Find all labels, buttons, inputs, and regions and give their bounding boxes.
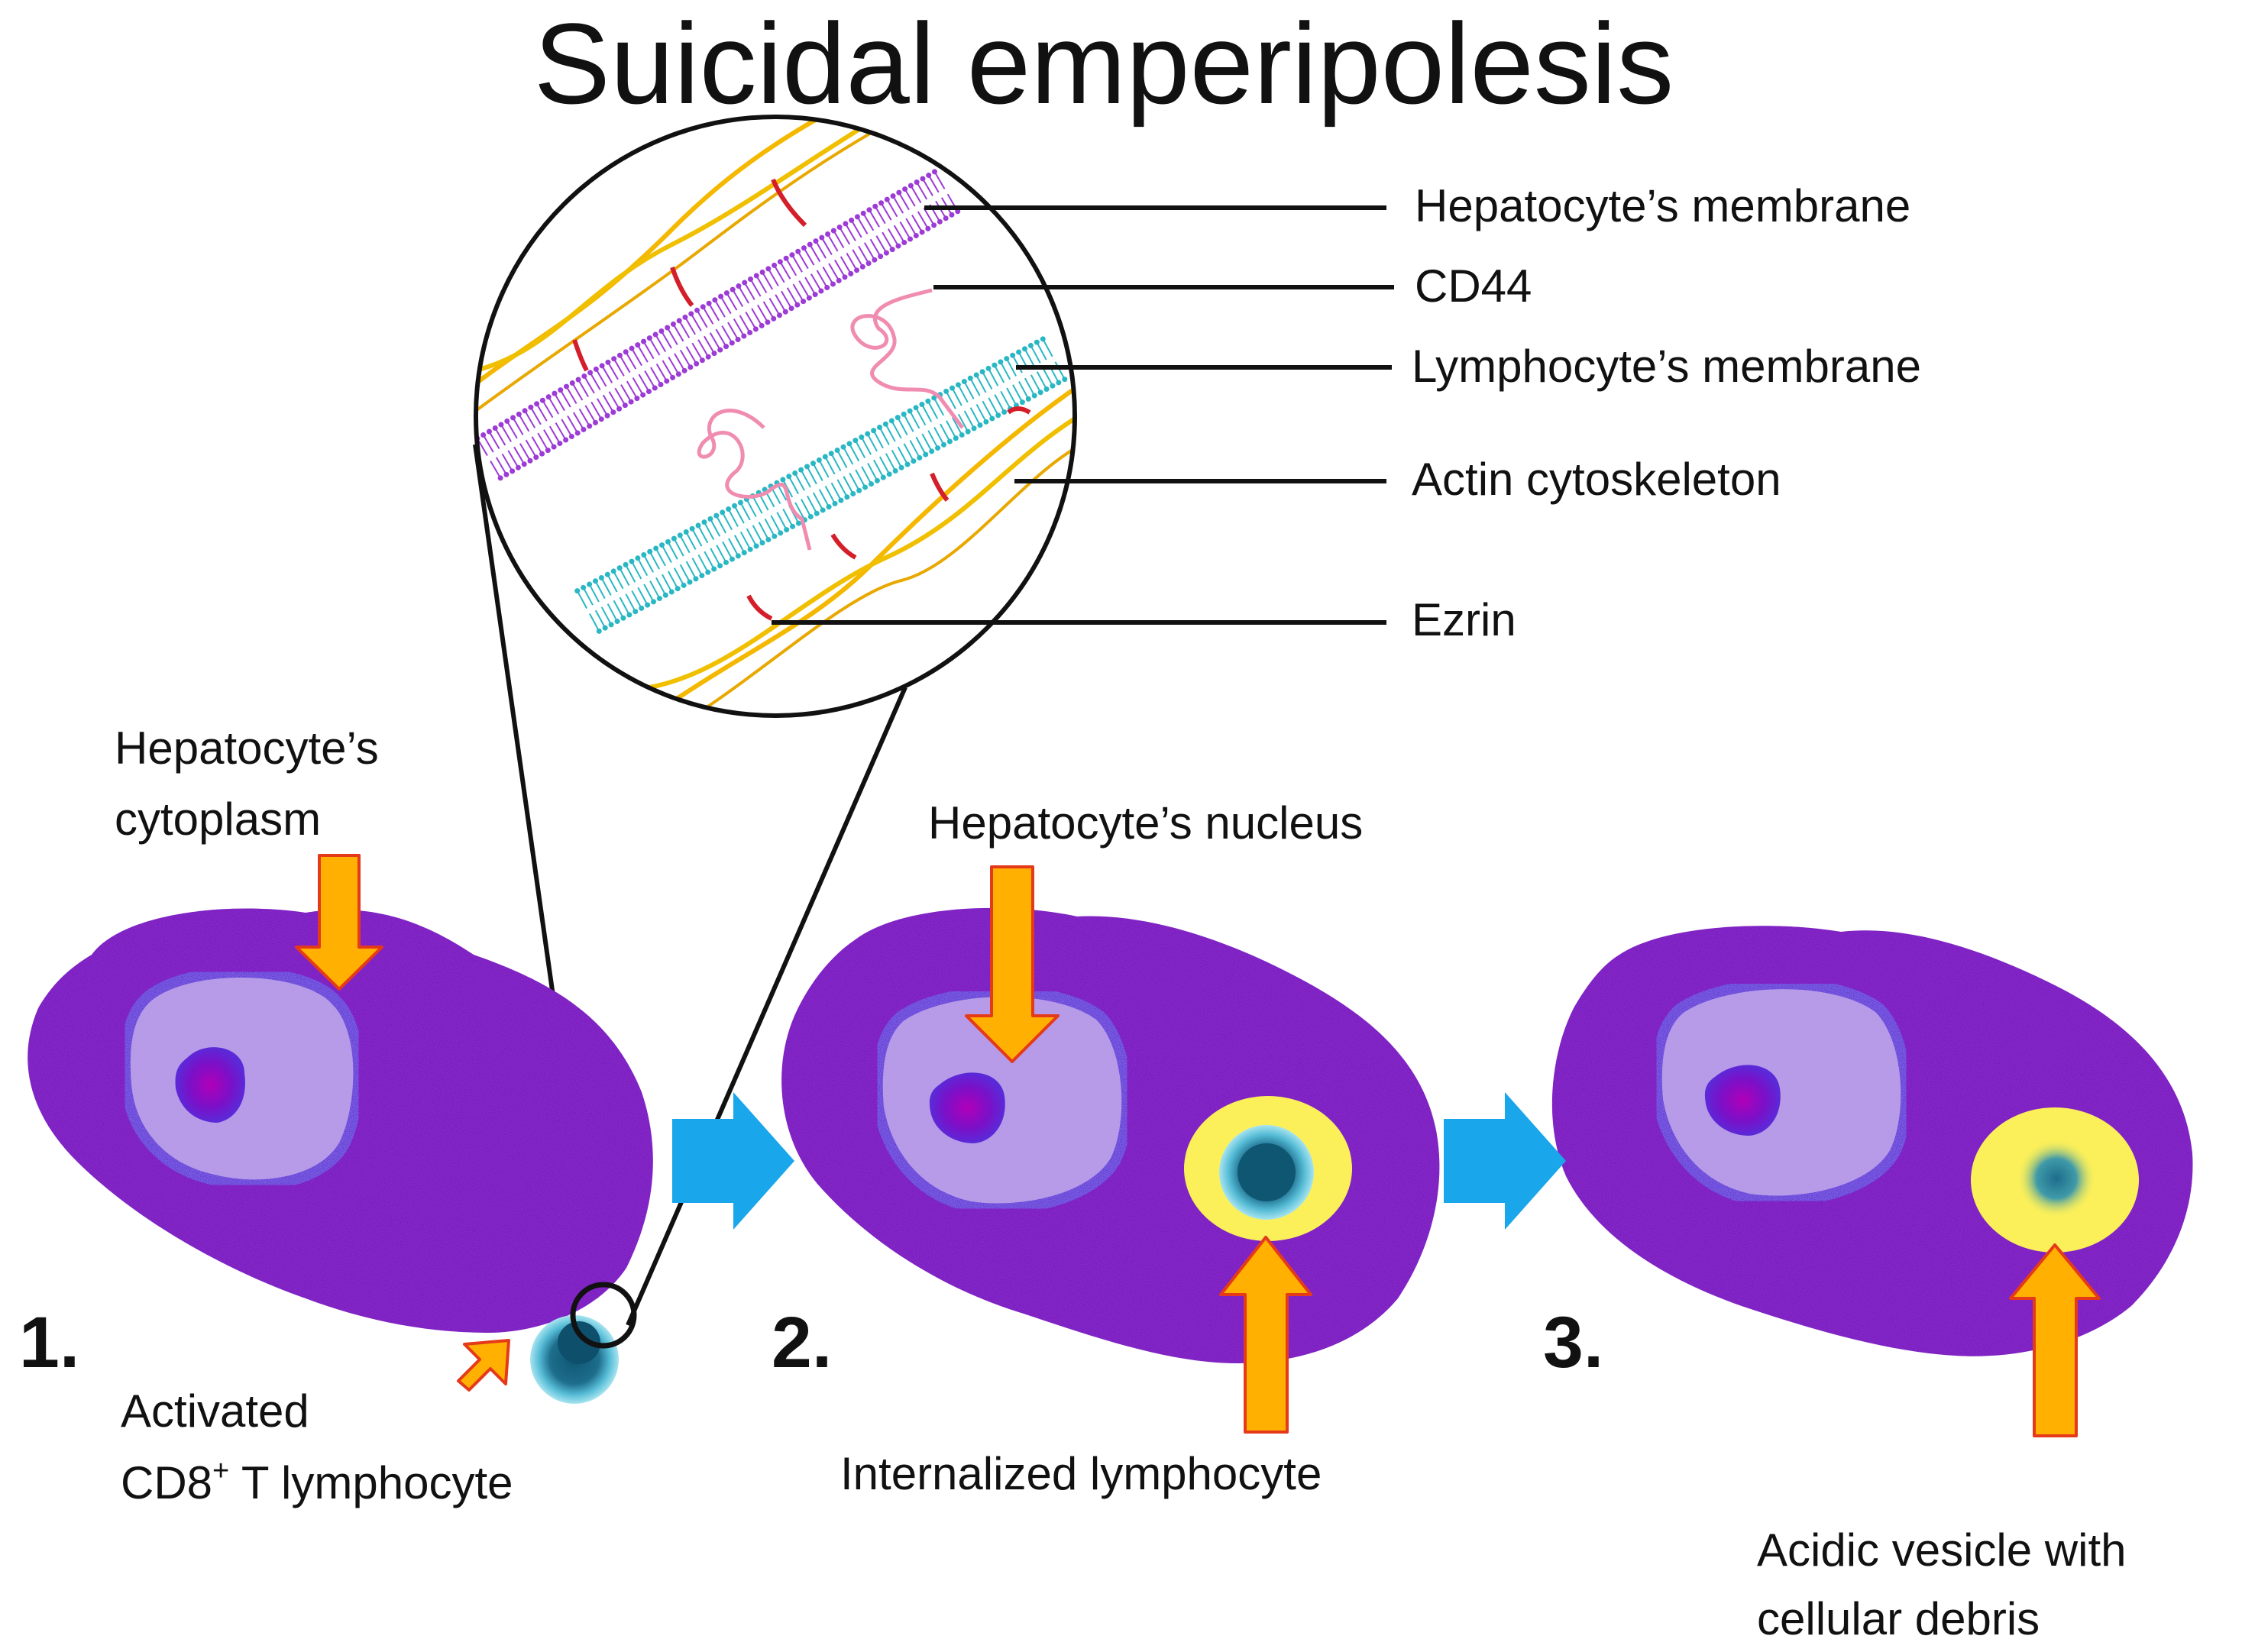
nucleolus-2 — [929, 1072, 1005, 1143]
hepatocyte-membrane-bilayer — [476, 169, 961, 481]
zoom-origin-circle — [570, 1282, 637, 1349]
arrow-nucleus — [965, 865, 1060, 1063]
internalized-lymphocyte-nucleus — [1237, 1143, 1296, 1201]
actin-filament-lower — [648, 380, 1075, 716]
callout-lines — [772, 205, 1394, 625]
label-cd8: CD8 — [121, 1457, 212, 1508]
label-hepatocyte-nucleus: Hepatocyte’s nucleus — [928, 797, 1363, 849]
step-number-3: 3. — [1543, 1302, 1603, 1383]
label-t-lymphocyte: T lymphocyte — [229, 1457, 513, 1508]
step-number-1: 1. — [19, 1302, 79, 1383]
hepatocyte-nucleus-3 — [1651, 978, 1912, 1207]
transition-arrow-1-2 — [672, 1092, 794, 1230]
cellular-debris — [2017, 1139, 2096, 1218]
label-vesicle-line-2: cellular debris — [1757, 1593, 2040, 1644]
label-cd44: CD44 — [1415, 260, 1532, 312]
arrow-acidic-vesicle — [2009, 1243, 2101, 1437]
nucleolus-3 — [1704, 1065, 1781, 1136]
label-hepatocyte-membrane: Hepatocyte’s membrane — [1415, 180, 1910, 231]
label-actin-cytoskeleton: Actin cytoskeleton — [1412, 454, 1781, 505]
label-cytoplasm-line-2: cytoplasm — [115, 794, 321, 845]
diagram-title: Suicidal emperipolesis — [534, 0, 1674, 128]
label-ezrin: Ezrin — [1412, 594, 1516, 645]
arrow-cd8-lymphocyte — [457, 1339, 510, 1392]
label-internalized-lymphocyte: Internalized lymphocyte — [840, 1448, 1322, 1499]
ezrin-links — [572, 178, 1031, 621]
hepatocyte-cell-3 — [1551, 926, 2193, 1356]
zoom-line-right — [626, 686, 907, 1327]
label-lymphocyte-membrane: Lymphocyte’s membrane — [1412, 341, 1921, 392]
label-cytoplasm-line-1: Hepatocyte’s — [115, 723, 379, 774]
hepatocyte-cell-1 — [27, 908, 653, 1404]
label-cd8-superscript: + — [212, 1455, 229, 1487]
hepatocyte-cell-2 — [781, 907, 1440, 1363]
cd44-molecules — [697, 288, 964, 551]
lymphocyte-membrane-bilayer — [574, 336, 1068, 634]
label-activated-line-2: CD8+ T lymphocyte — [121, 1455, 513, 1508]
label-vesicle-line-1: Acidic vesicle with — [1757, 1524, 2127, 1576]
arrow-cytoplasm — [295, 854, 383, 991]
transition-arrow-2-3 — [1444, 1092, 1566, 1230]
label-activated-line-1: Activated — [121, 1385, 309, 1437]
arrow-internalized-lymphocyte — [1219, 1236, 1312, 1434]
orange-arrows — [295, 854, 2101, 1437]
step-number-2: 2. — [772, 1302, 832, 1383]
zoom-circle — [474, 115, 1077, 718]
lymphocyte-nucleus-1 — [558, 1321, 600, 1364]
nucleolus-1 — [175, 1047, 245, 1123]
